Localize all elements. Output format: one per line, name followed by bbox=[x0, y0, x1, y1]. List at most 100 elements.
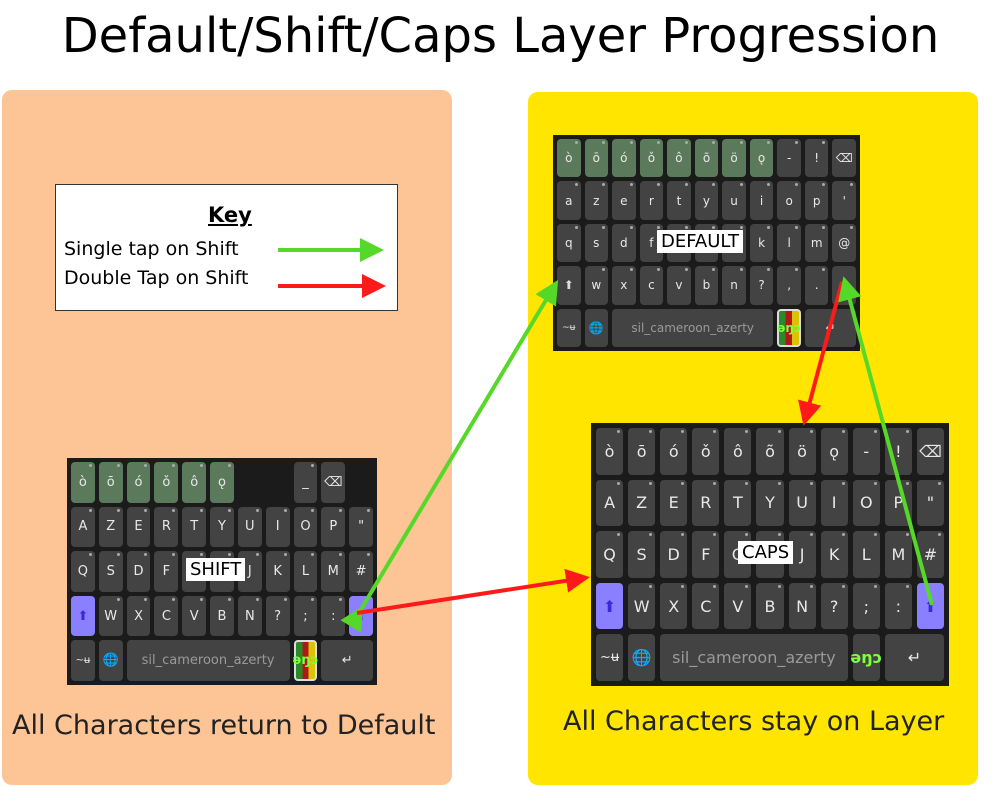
key-C[interactable]: C bbox=[154, 595, 179, 637]
key-ò[interactable]: ò bbox=[71, 462, 95, 503]
key-?[interactable]: ? bbox=[749, 266, 774, 305]
key-ō[interactable]: ō bbox=[98, 462, 123, 503]
globe-icon[interactable]: 🌐 bbox=[628, 634, 656, 681]
symbol-key[interactable]: ~ʉ bbox=[71, 640, 95, 681]
shift-icon[interactable]: ⬆ bbox=[557, 266, 581, 305]
key-o[interactable]: o bbox=[777, 181, 801, 220]
key-C[interactable]: C bbox=[692, 582, 720, 630]
key-O[interactable]: O bbox=[293, 506, 318, 548]
key-B[interactable]: B bbox=[210, 595, 234, 637]
key-m[interactable]: m bbox=[804, 223, 829, 263]
language-key[interactable]: əŋɔ bbox=[293, 640, 318, 681]
spacebar[interactable]: sil_cameroon_azerty bbox=[612, 308, 774, 347]
key-:[interactable]: : bbox=[884, 582, 912, 630]
key-R[interactable]: R bbox=[692, 479, 720, 527]
key-A[interactable]: A bbox=[596, 479, 624, 527]
backspace-icon[interactable]: ⌫ bbox=[832, 139, 856, 178]
key-c[interactable]: c bbox=[639, 266, 664, 305]
globe-icon[interactable]: 🌐 bbox=[98, 640, 123, 681]
key-ǒ[interactable]: ǒ bbox=[692, 428, 720, 475]
key-i[interactable]: i bbox=[749, 181, 774, 220]
key-?[interactable]: ? bbox=[820, 582, 848, 630]
key-u[interactable]: u bbox=[722, 181, 746, 220]
key-@[interactable]: @ bbox=[832, 223, 856, 263]
key-B[interactable]: B bbox=[756, 582, 784, 630]
key-U[interactable]: U bbox=[788, 479, 816, 527]
key-õ[interactable]: õ bbox=[694, 139, 719, 178]
key-ò[interactable]: ò bbox=[596, 428, 624, 475]
key-d[interactable]: d bbox=[612, 223, 636, 263]
key-ô[interactable]: ô bbox=[724, 428, 752, 475]
shift-icon[interactable]: ⬆ bbox=[916, 582, 944, 630]
key--[interactable]: - bbox=[777, 139, 801, 178]
shift-icon[interactable]: ⬆ bbox=[71, 595, 95, 637]
key-I[interactable]: I bbox=[265, 506, 290, 548]
key-x[interactable]: x bbox=[612, 266, 636, 305]
key-K[interactable]: K bbox=[265, 551, 290, 592]
key-ō[interactable]: ō bbox=[628, 428, 656, 475]
key-z[interactable]: z bbox=[584, 181, 609, 220]
key-F[interactable]: F bbox=[154, 551, 179, 592]
key-T[interactable]: T bbox=[182, 506, 207, 548]
key-ò[interactable]: ò bbox=[557, 139, 581, 178]
key-ǫ[interactable]: ǫ bbox=[820, 428, 848, 475]
key-ǒ[interactable]: ǒ bbox=[154, 462, 179, 503]
key-Q[interactable]: Q bbox=[71, 551, 95, 592]
language-key[interactable]: əŋɔ bbox=[850, 634, 882, 681]
key-S[interactable]: S bbox=[98, 551, 123, 592]
key-![interactable]: ! bbox=[804, 139, 829, 178]
key-l[interactable]: l bbox=[777, 223, 801, 263]
key-E[interactable]: E bbox=[660, 479, 688, 527]
key-ö[interactable]: ö bbox=[722, 139, 746, 178]
enter-icon[interactable]: ↵ bbox=[321, 640, 373, 681]
enter-icon[interactable]: ↵ bbox=[884, 634, 944, 681]
key-M[interactable]: M bbox=[884, 531, 912, 578]
key-W[interactable]: W bbox=[628, 582, 656, 630]
backspace-icon[interactable]: ⌫ bbox=[916, 428, 944, 475]
key-ō[interactable]: ō bbox=[584, 139, 609, 178]
key-O[interactable]: O bbox=[852, 479, 880, 527]
key-b[interactable]: b bbox=[694, 266, 719, 305]
key-q[interactable]: q bbox=[557, 223, 581, 263]
backspace-icon[interactable]: ⌫ bbox=[321, 462, 346, 503]
key-Y[interactable]: Y bbox=[756, 479, 784, 527]
key-.[interactable]: . bbox=[804, 266, 829, 305]
key-V[interactable]: V bbox=[724, 582, 752, 630]
key-ó[interactable]: ó bbox=[126, 462, 151, 503]
key-_[interactable]: _ bbox=[293, 462, 318, 503]
key-R[interactable]: R bbox=[154, 506, 179, 548]
key-Q[interactable]: Q bbox=[596, 531, 624, 578]
key-;[interactable]: ; bbox=[293, 595, 318, 637]
language-key[interactable]: əŋɔ bbox=[777, 308, 801, 347]
key-ǒ[interactable]: ǒ bbox=[639, 139, 664, 178]
key-N[interactable]: N bbox=[788, 582, 816, 630]
key-s[interactable]: s bbox=[584, 223, 609, 263]
key-p[interactable]: p bbox=[804, 181, 829, 220]
symbol-key[interactable]: ~ʉ bbox=[557, 308, 581, 347]
key-"[interactable]: " bbox=[916, 479, 944, 527]
key-ö[interactable]: ö bbox=[788, 428, 816, 475]
key-W[interactable]: W bbox=[98, 595, 123, 637]
shift-icon[interactable]: ⬆ bbox=[596, 582, 624, 630]
globe-icon[interactable]: 🌐 bbox=[584, 308, 609, 347]
key-T[interactable]: T bbox=[724, 479, 752, 527]
key-v[interactable]: v bbox=[667, 266, 691, 305]
symbol-key[interactable]: ~ʉ bbox=[596, 634, 624, 681]
key-k[interactable]: k bbox=[749, 223, 774, 263]
key-K[interactable]: K bbox=[820, 531, 848, 578]
key-X[interactable]: X bbox=[660, 582, 688, 630]
key-X[interactable]: X bbox=[126, 595, 151, 637]
key-S[interactable]: S bbox=[628, 531, 656, 578]
key-L[interactable]: L bbox=[852, 531, 880, 578]
key-a[interactable]: a bbox=[557, 181, 581, 220]
key-ǫ[interactable]: ǫ bbox=[749, 139, 774, 178]
key-Z[interactable]: Z bbox=[98, 506, 123, 548]
key-F[interactable]: F bbox=[692, 531, 720, 578]
key-w[interactable]: w bbox=[584, 266, 609, 305]
key-õ[interactable]: õ bbox=[756, 428, 784, 475]
key-y[interactable]: y bbox=[694, 181, 719, 220]
key-ô[interactable]: ô bbox=[667, 139, 691, 178]
key-Y[interactable]: Y bbox=[210, 506, 234, 548]
key--[interactable]: - bbox=[852, 428, 880, 475]
key-A[interactable]: A bbox=[71, 506, 95, 548]
